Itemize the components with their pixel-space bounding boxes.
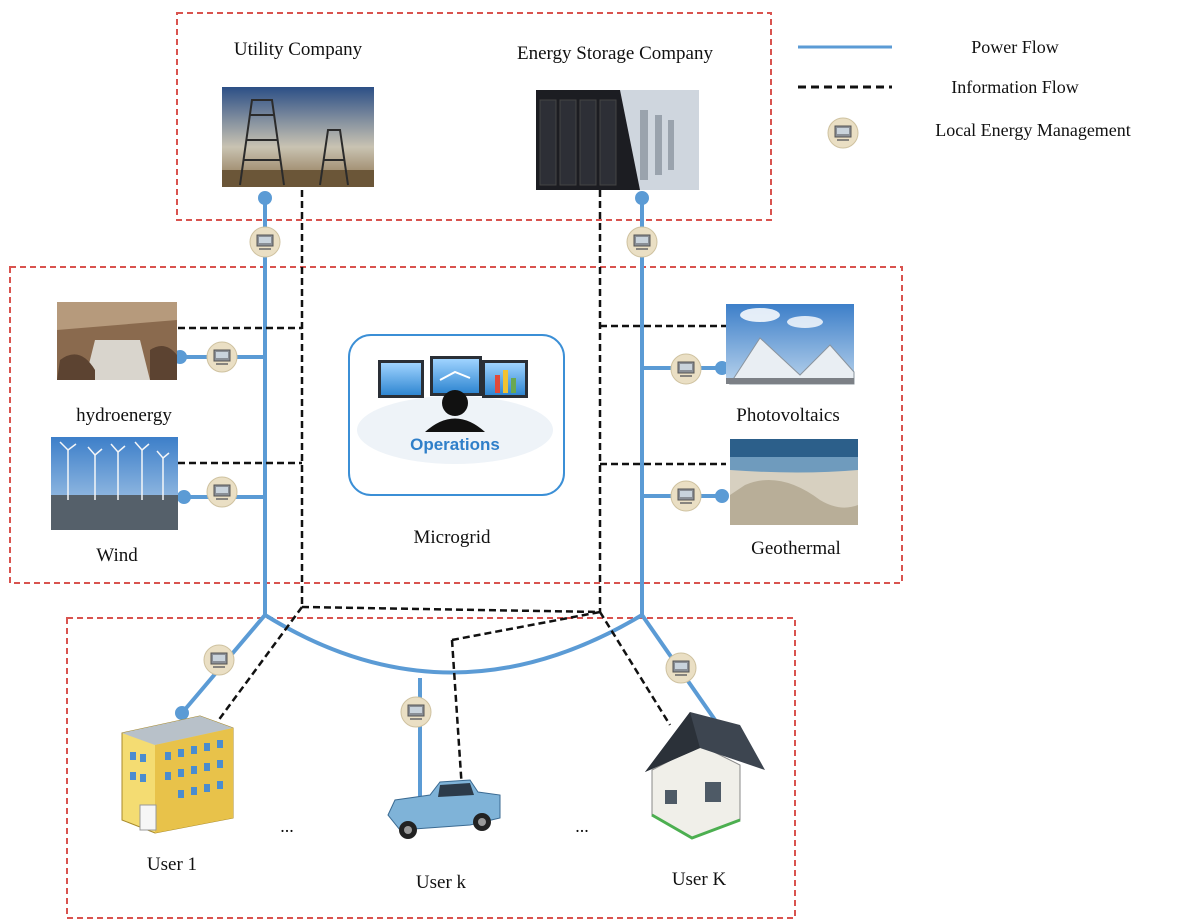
meter-icon <box>206 341 238 373</box>
meter-icon <box>670 480 702 512</box>
photovoltaics-image <box>726 304 855 385</box>
hydroenergy-label: hydroenergy <box>76 405 172 426</box>
user-1-label: User 1 <box>147 854 197 875</box>
utility-company-label: Utility Company <box>234 39 363 60</box>
meter-icon <box>206 476 238 508</box>
meter-icon <box>665 652 697 684</box>
operations-label: Operations <box>410 435 500 454</box>
meter-icon <box>626 226 658 258</box>
microgrid-label: Microgrid <box>413 527 491 548</box>
ellipsis-left: ... <box>280 816 294 836</box>
wind-image <box>51 437 178 530</box>
geothermal-image <box>730 439 858 525</box>
energy-storage-image <box>536 90 699 190</box>
meter-icon <box>400 696 432 728</box>
user-k-label: User k <box>416 872 467 893</box>
power-lines <box>173 191 729 827</box>
ellipsis-right: ... <box>575 816 589 836</box>
meter-icon <box>249 226 281 258</box>
meter-icon <box>670 353 702 385</box>
pickup-truck-icon <box>387 779 501 839</box>
legend-power-flow: Power Flow <box>971 37 1059 57</box>
legend: Power Flow Information Flow Local Energy… <box>798 37 1131 149</box>
legend-meter-icon <box>827 117 859 149</box>
energy-storage-company-label: Energy Storage Company <box>517 43 713 64</box>
user-K-label: User K <box>672 869 727 890</box>
hydroenergy-image <box>57 302 177 380</box>
wind-label: Wind <box>96 545 138 566</box>
photovoltaics-label: Photovoltaics <box>736 405 839 426</box>
info-lines <box>178 190 726 791</box>
utility-company-image <box>222 87 374 187</box>
building-icon <box>121 715 234 834</box>
region-users <box>66 617 796 919</box>
legend-local-energy-management: Local Energy Management <box>935 120 1131 140</box>
legend-information-flow: Information Flow <box>951 77 1079 97</box>
geothermal-label: Geothermal <box>751 538 841 559</box>
meter-icon <box>203 644 235 676</box>
region-microgrid <box>9 266 903 584</box>
house-icon <box>645 712 765 840</box>
operations-center: Operations <box>348 334 565 496</box>
